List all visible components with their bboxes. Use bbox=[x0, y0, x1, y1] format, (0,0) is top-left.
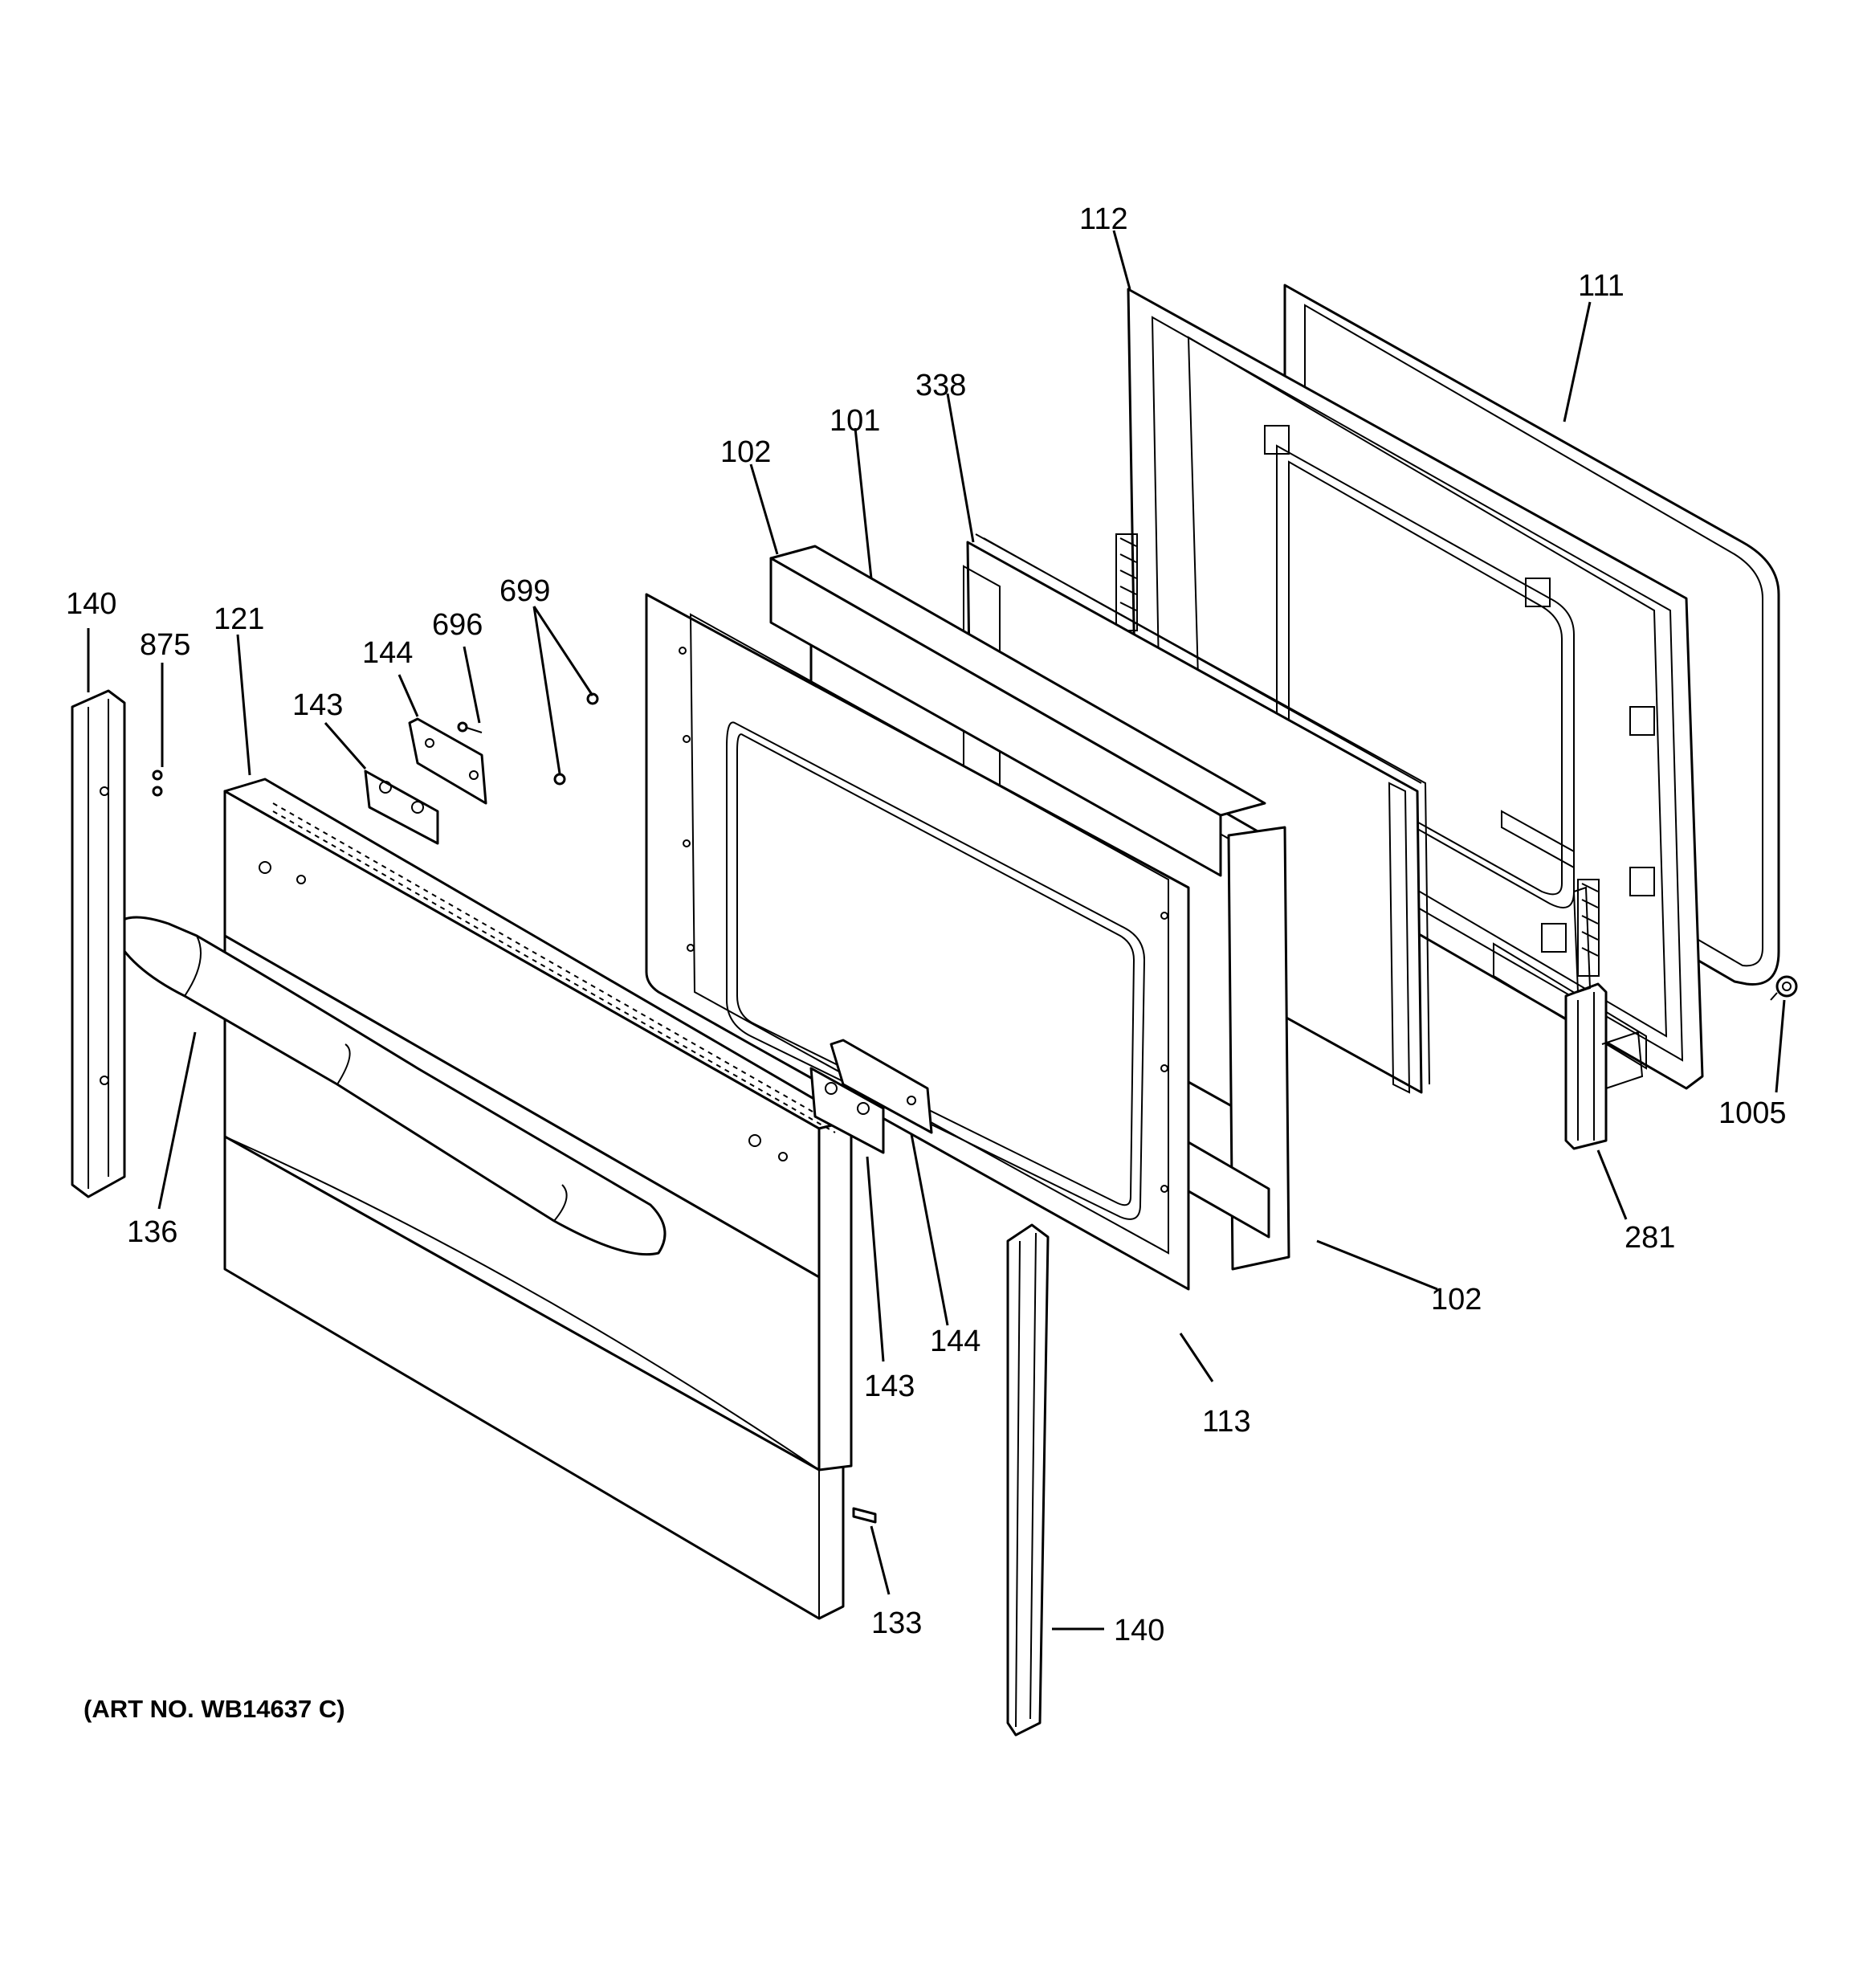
callout-144-upper: 144 bbox=[362, 636, 413, 670]
callout-111: 111 bbox=[1578, 269, 1625, 303]
callout-112: 112 bbox=[1079, 202, 1128, 236]
callout-281: 281 bbox=[1625, 1221, 1675, 1255]
badge-133 bbox=[852, 1507, 877, 1524]
screw-696 bbox=[457, 721, 483, 733]
callout-144-lower: 144 bbox=[930, 1325, 980, 1358]
art-number: (ART NO. WB14637 C) bbox=[84, 1695, 345, 1723]
callout-102-top: 102 bbox=[720, 435, 771, 469]
screw-699-b bbox=[553, 773, 566, 786]
screw-1005 bbox=[1770, 975, 1798, 1001]
callout-338: 338 bbox=[915, 369, 966, 402]
bracket-144-lower bbox=[830, 1039, 933, 1134]
callout-101: 101 bbox=[830, 404, 880, 438]
callout-696: 696 bbox=[432, 608, 483, 642]
bracket-143-upper bbox=[364, 769, 439, 845]
callout-1005: 1005 bbox=[1718, 1096, 1787, 1130]
callout-102-bottom: 102 bbox=[1431, 1283, 1482, 1316]
leader-lines bbox=[87, 230, 1786, 1631]
insulation-102-top bbox=[769, 545, 1266, 877]
side-trim-140-left bbox=[71, 689, 126, 1198]
screw-875-a bbox=[152, 769, 163, 781]
callout-136: 136 bbox=[127, 1215, 177, 1249]
callout-143-lower: 143 bbox=[864, 1370, 915, 1403]
screw-875-b bbox=[152, 786, 163, 797]
callout-140-left: 140 bbox=[66, 587, 116, 621]
callout-875: 875 bbox=[140, 628, 190, 662]
callout-143-upper: 143 bbox=[292, 688, 343, 722]
callout-140-bottom: 140 bbox=[1114, 1614, 1164, 1647]
handle-136 bbox=[111, 916, 667, 1256]
callout-113: 113 bbox=[1202, 1405, 1251, 1439]
bracket-143-lower bbox=[809, 1067, 885, 1154]
door-frame-113 bbox=[645, 593, 1190, 1291]
bracket-144-upper bbox=[408, 717, 487, 805]
callout-699: 699 bbox=[499, 574, 550, 608]
callout-121: 121 bbox=[214, 602, 264, 636]
callout-133: 133 bbox=[871, 1606, 922, 1640]
hinge-281 bbox=[1564, 886, 1644, 1150]
side-trim-140-right bbox=[1006, 1223, 1050, 1737]
